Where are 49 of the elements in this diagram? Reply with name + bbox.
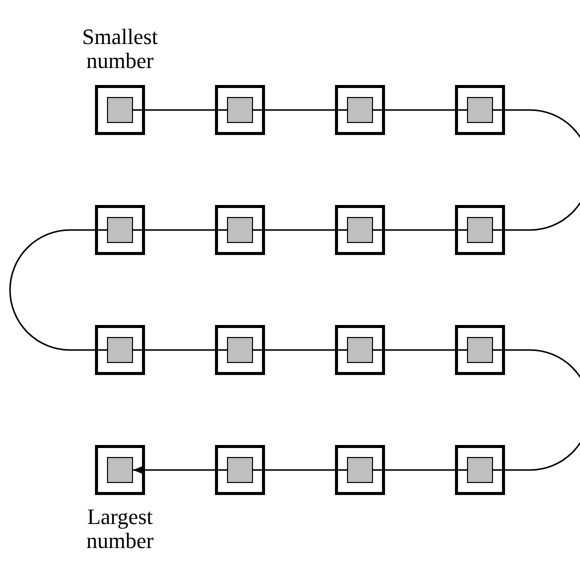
inner-square [347,217,373,243]
inner-square [227,457,253,483]
inner-square [467,217,493,243]
outer-square [215,205,265,255]
connector-line [253,109,347,111]
outer-square [335,205,385,255]
connector-line [253,469,347,471]
connector-line [253,349,347,351]
inner-square [107,457,133,483]
outer-square [95,445,145,495]
outer-square [215,85,265,135]
outer-square [455,85,505,135]
inner-square [107,217,133,243]
inner-square [347,457,373,483]
node-caption: Largest number [85,505,155,553]
outer-square [95,205,145,255]
inner-square [227,337,253,363]
inner-square [227,97,253,123]
connector-line [373,109,467,111]
inner-square [467,337,493,363]
inner-square [227,217,253,243]
outer-square [455,445,505,495]
outer-square [335,325,385,375]
outer-square [335,85,385,135]
connector-line [373,229,467,231]
inner-square [107,97,133,123]
outer-square [215,325,265,375]
connector-line [133,109,227,111]
arrow [133,466,227,474]
inner-square [347,97,373,123]
inner-square [467,457,493,483]
connector-line [9,229,107,351]
connector-line [253,229,347,231]
connector-line [493,109,580,231]
connector-line [493,349,580,471]
inner-square [467,97,493,123]
outer-square [95,85,145,135]
outer-square [335,445,385,495]
connector-line [133,229,227,231]
outer-square [455,205,505,255]
node-caption: Smallest number [81,25,159,73]
inner-square [347,337,373,363]
outer-square [95,325,145,375]
connector-line [133,349,227,351]
connector-line [373,349,467,351]
inner-square [107,337,133,363]
outer-square [215,445,265,495]
connector-line [373,469,467,471]
outer-square [455,325,505,375]
